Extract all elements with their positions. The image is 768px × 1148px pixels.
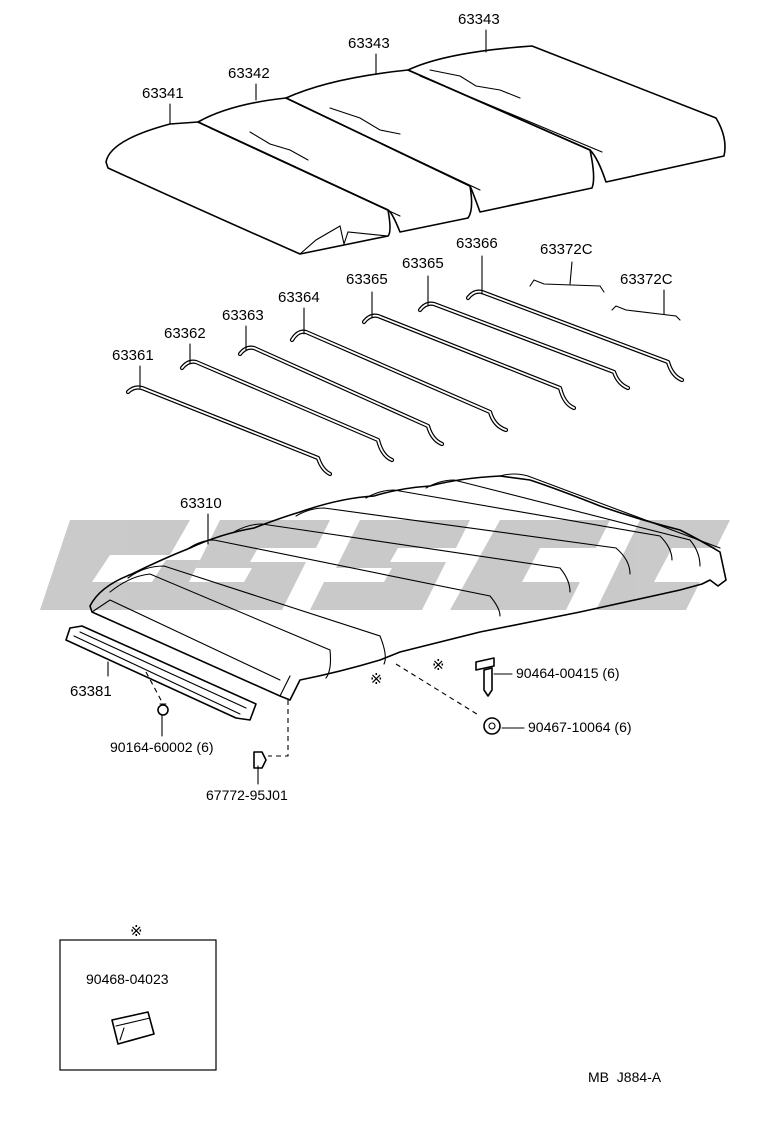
label-bow-2: 63362 xyxy=(164,325,206,342)
ref-marker-1: ※ xyxy=(432,657,445,674)
bow-4[interactable] xyxy=(289,329,509,433)
roof-panel-2[interactable] xyxy=(197,97,473,233)
label-headliner: 63310 xyxy=(180,495,222,512)
fastener-clip[interactable] xyxy=(253,700,289,769)
inset-part-icon[interactable] xyxy=(111,1011,155,1045)
watermark xyxy=(40,520,730,610)
bow-2[interactable] xyxy=(179,359,395,463)
label-roof-panel-4: 63343 xyxy=(458,11,500,28)
roof-panel-3[interactable] xyxy=(285,69,595,213)
roof-panel-1[interactable] xyxy=(105,121,391,255)
label-bow-6: 63365 xyxy=(402,255,444,272)
ref-marker-2: ※ xyxy=(370,671,383,688)
label-clip: 67772-95J01 xyxy=(206,787,288,803)
label-bow-7: 63366 xyxy=(456,235,498,252)
label-clip-side: 90467-10064 (6) xyxy=(528,719,632,735)
leader-lines xyxy=(107,29,525,785)
roof-bows xyxy=(125,261,685,477)
wire-1[interactable] xyxy=(529,279,605,293)
part-labels: 63341 63342 63343 63343 63361 63362 6336… xyxy=(70,11,673,803)
ref-marker-inset: ※ xyxy=(130,923,143,940)
bow-5[interactable] xyxy=(361,313,577,411)
label-bow-5: 63365 xyxy=(346,271,388,288)
label-roof-panel-1: 63341 xyxy=(142,85,184,102)
label-bow-3: 63363 xyxy=(222,307,264,324)
label-front-rail: 63381 xyxy=(70,683,112,700)
roof-panels xyxy=(105,45,726,255)
footer-code: MB J884-A xyxy=(588,1069,662,1085)
label-screw-side: 90464-00415 (6) xyxy=(516,665,620,681)
fastener-screw-side[interactable] xyxy=(475,657,495,697)
inset-part-label: 90468-04023 xyxy=(86,971,169,987)
fastener-clip-side[interactable] xyxy=(395,663,501,735)
label-screw-front: 90164-60002 (6) xyxy=(110,739,214,755)
roof-panel-4[interactable] xyxy=(407,45,726,183)
label-roof-panel-2: 63342 xyxy=(228,65,270,82)
label-wire-1: 63372C xyxy=(540,241,593,258)
bow-3[interactable] xyxy=(237,345,445,447)
wire-2[interactable] xyxy=(611,305,681,321)
bow-7[interactable] xyxy=(465,289,685,383)
label-roof-panel-3: 63343 xyxy=(348,35,390,52)
inset-box: 90468-04023 xyxy=(59,939,217,1071)
bow-1[interactable] xyxy=(125,385,333,477)
front-rail[interactable] xyxy=(65,625,257,721)
label-bow-4: 63364 xyxy=(278,289,320,306)
label-bow-1: 63361 xyxy=(112,347,154,364)
label-wire-2: 63372C xyxy=(620,271,673,288)
headliner[interactable] xyxy=(89,475,727,701)
fastener-screw-front[interactable] xyxy=(145,671,169,716)
bow-6[interactable] xyxy=(417,301,631,391)
headliner-assembly xyxy=(89,473,727,701)
